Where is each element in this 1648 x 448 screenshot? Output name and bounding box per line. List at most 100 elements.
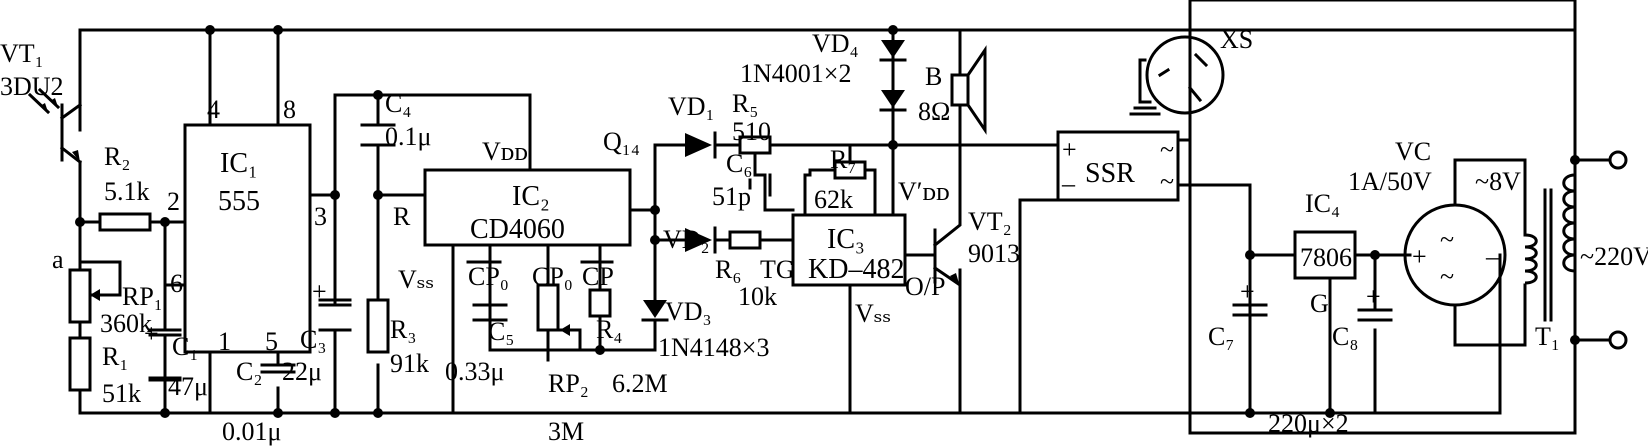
c8-label: C₈ bbox=[1332, 322, 1358, 351]
vc-tilde-bottom: ~ bbox=[1440, 262, 1454, 291]
t1-label: T₁ bbox=[1535, 322, 1560, 351]
vd4-label: VD₄ bbox=[812, 29, 859, 58]
xs-socket bbox=[1129, 35, 1225, 116]
ic2-cd4060 bbox=[423, 168, 632, 247]
vd1-diode bbox=[685, 131, 717, 159]
c4-capacitor bbox=[360, 123, 396, 147]
pin2-label: 2 bbox=[167, 187, 180, 216]
c5-value-label: 0.33μ bbox=[445, 357, 504, 386]
vd2-diode bbox=[685, 226, 717, 254]
ic4-type-label: 7806 bbox=[1300, 243, 1352, 272]
t1-transformer bbox=[1524, 158, 1577, 342]
r4-label: R₄ bbox=[596, 315, 622, 344]
c2-capacitor bbox=[260, 363, 296, 374]
r6-label: R₆ bbox=[715, 255, 741, 284]
r4-resistor bbox=[588, 288, 612, 318]
c2-label: C₂ bbox=[236, 357, 262, 386]
rp2-potentiometer bbox=[536, 283, 582, 336]
c6-label: C₆ bbox=[726, 149, 752, 178]
mains-terminals bbox=[1608, 150, 1628, 350]
vss-label-1: Vₛₛ bbox=[398, 265, 434, 294]
q14-label: Q₁₄ bbox=[603, 127, 640, 156]
pin6-label: 6 bbox=[170, 269, 183, 298]
ic2-label: IC₂ bbox=[512, 181, 550, 212]
c2-c3-value-label: 22μ bbox=[282, 357, 322, 386]
pin8-label: 8 bbox=[283, 95, 296, 124]
c6-capacitor bbox=[748, 173, 772, 197]
vd4-type-label: 1N4001×2 bbox=[740, 59, 851, 88]
r1-resistor bbox=[68, 336, 92, 392]
ic1-555-timer bbox=[183, 123, 312, 354]
c2-value-label: 0.01μ bbox=[222, 417, 281, 446]
r3-label: R₃ bbox=[390, 315, 416, 344]
r5-resistor bbox=[738, 135, 772, 155]
vd3-label: VD₃ bbox=[665, 297, 712, 326]
ssr-label: SSR bbox=[1085, 158, 1135, 189]
vt2-transistor bbox=[932, 188, 962, 288]
c1-value-label: 47μ bbox=[168, 372, 208, 401]
c6-value-label: 51p bbox=[712, 182, 751, 211]
pin4-label: 4 bbox=[207, 95, 220, 124]
r1-label: R₁ bbox=[102, 342, 128, 371]
r5-label: R₅ bbox=[732, 89, 758, 118]
c4-label: C₄ bbox=[385, 89, 411, 118]
c1-capacitor bbox=[148, 328, 182, 382]
ac8-label: ~8V bbox=[1475, 167, 1521, 196]
r-pin-label: R bbox=[393, 202, 411, 231]
ssr-tilde-1: ~ bbox=[1160, 135, 1174, 164]
rp2-value-label: 6.2M bbox=[612, 369, 668, 398]
rp1-value-label: 360k bbox=[100, 309, 152, 338]
rp1-potentiometer bbox=[68, 268, 102, 324]
r6-value-label: 10k bbox=[738, 282, 777, 311]
g-label: G bbox=[1310, 289, 1329, 318]
ic3-label: IC₃ bbox=[827, 224, 865, 255]
ssr-plus-label: + bbox=[1062, 135, 1077, 164]
rp1-label: RP₁ bbox=[122, 282, 163, 311]
node-a-label: a bbox=[52, 245, 64, 274]
ic4-label: IC₄ bbox=[1305, 189, 1340, 218]
ssr-minus-label: – bbox=[1061, 169, 1076, 198]
r3-resistor bbox=[366, 298, 390, 354]
pin5-label: 5 bbox=[265, 327, 278, 356]
r7-label: R₇ bbox=[830, 145, 856, 174]
b-speaker bbox=[950, 45, 987, 135]
c78-value-label: 220μ×2 bbox=[1268, 409, 1349, 438]
labels: VT₁ 3DU2 R₂ 5.1k 4 8 2 6 3 1 5 IC₁ 555 a… bbox=[0, 25, 1648, 446]
vt1-phototransistor bbox=[27, 87, 83, 165]
cp0-label: CP₀ bbox=[532, 262, 573, 291]
ac220-label: ~220V bbox=[1580, 242, 1648, 271]
cp-bar-label: CP bbox=[582, 262, 614, 291]
ic4-7806 bbox=[1293, 230, 1357, 280]
r7-resistor bbox=[833, 160, 867, 180]
r6-resistor bbox=[728, 230, 762, 250]
c8-capacitor bbox=[1357, 308, 1393, 322]
vss-label-2: Vₛₛ bbox=[855, 299, 891, 328]
c1-label: C₁ bbox=[172, 332, 198, 361]
r2-resistor bbox=[98, 212, 152, 232]
junctions bbox=[75, 25, 1580, 418]
r7-value-label: 62k bbox=[814, 185, 853, 214]
c5-label: C₅ bbox=[488, 317, 514, 346]
xs-label: XS bbox=[1220, 25, 1253, 54]
vc-value-label: 1A/50V bbox=[1348, 167, 1432, 196]
r2-value-label: 5.1k bbox=[104, 177, 150, 206]
c3-capacitor bbox=[318, 298, 352, 332]
op-label: O/P bbox=[905, 272, 945, 301]
vt2-type-label: 9013 bbox=[968, 239, 1020, 268]
c4-value-label: 0.1μ bbox=[385, 122, 431, 151]
vdd-prime-label: V′ᴅᴅ bbox=[898, 177, 950, 206]
vc-label: VC bbox=[1395, 137, 1431, 166]
vt1-type-label: 3DU2 bbox=[0, 72, 64, 101]
vt2-label: VT₂ bbox=[968, 207, 1012, 236]
vt1-label: VT₁ bbox=[0, 39, 44, 68]
vd2-label: VD₂ bbox=[663, 225, 710, 254]
ic1-label: IC₁ bbox=[220, 148, 258, 179]
ssr-tilde-2: ~ bbox=[1160, 167, 1174, 196]
ic3-kd482 bbox=[791, 213, 907, 287]
ssr-relay bbox=[1056, 130, 1180, 202]
vc-bridge-rectifier bbox=[1403, 203, 1507, 307]
tg-label: TG bbox=[760, 255, 795, 284]
c5-capacitor bbox=[472, 303, 508, 322]
c3-label: C₃ bbox=[300, 325, 326, 354]
